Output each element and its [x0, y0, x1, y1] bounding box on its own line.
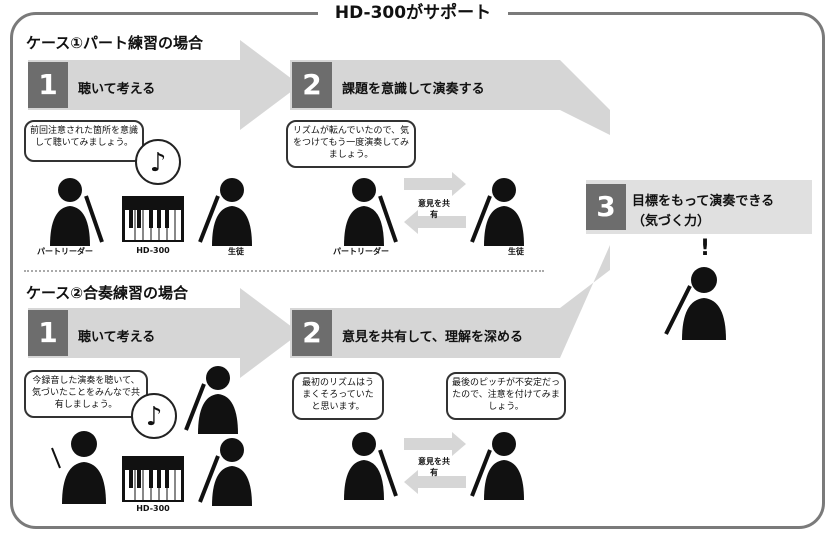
step3-label-line1: 目標をもって演奏できる: [632, 194, 775, 209]
case1-student-figure: [198, 178, 252, 246]
case2-step2-label: 意見を共有して、理解を深める: [342, 330, 523, 345]
case1-device-label: HD-300: [136, 246, 170, 255]
case2-step1-label: 聴いて考える: [78, 330, 156, 345]
music-note-icon: ♪: [135, 139, 181, 185]
case2-step1-number: 1: [28, 310, 68, 356]
case1-student2-figure: [470, 178, 524, 246]
case1-leader2-label: パートリーダー: [333, 247, 389, 256]
case1-step1-label: 聴いて考える: [78, 82, 156, 97]
case1-student-label: 生徒: [228, 247, 244, 256]
case2-speech-bubble-member2: 最後のピッチが不安定だったので、注意を付けてみましょう。: [446, 372, 566, 420]
case2-exchange-label: 意見を共有: [418, 457, 450, 477]
case1-leader-figure: [50, 178, 104, 246]
case2-title: ケース②合奏練習の場合: [26, 284, 188, 302]
case2-conductor-figure: [51, 431, 106, 504]
case2-member2-figure: [470, 432, 524, 500]
case1-speech-bubble-leader: 前回注意された箇所を意識して聴いてみましょう。: [24, 120, 144, 162]
section-divider: [24, 270, 544, 272]
case1-speech-bubble-step2: リズムが転んでいたので、気をつけてもう一度演奏してみましょう。: [286, 120, 416, 168]
svg-text:♪: ♪: [146, 402, 163, 432]
step3-number: 3: [586, 184, 626, 230]
case2-device-label: HD-300: [136, 504, 170, 513]
case2-step2-number: 2: [292, 310, 332, 356]
case2-member1-figure: [344, 432, 398, 500]
step3-player-figure: [664, 267, 726, 340]
svg-text:♪: ♪: [150, 148, 167, 178]
music-note-icon-2: ♪: [131, 393, 177, 439]
case1-student2-label: 生徒: [508, 247, 524, 256]
case1-title: ケース①パート練習の場合: [26, 34, 203, 52]
case2-player-top-figure: [184, 366, 238, 434]
case1-step2-number: 2: [292, 62, 332, 108]
case1-step2-label: 課題を意識して演奏する: [342, 82, 485, 97]
keyboard-device-icon-2: [122, 456, 184, 502]
step3-label-line2: （気づく力）: [632, 214, 711, 229]
case1-step1-number: 1: [28, 62, 68, 108]
case2-speech-bubble-conductor: 今録音した演奏を聴いて、気づいたことをみんなで共有しましょう。: [24, 370, 148, 418]
step3-exclamation: !: [700, 236, 711, 261]
keyboard-device-icon: [122, 196, 184, 242]
case1-exchange-arrows: [404, 172, 466, 234]
case1-leader-label: パートリーダー: [37, 247, 93, 256]
case2-speech-bubble-member1: 最初のリズムはうまくそろっていたと思います。: [292, 372, 384, 420]
page-title: HD-300がサポート: [318, 0, 508, 26]
case2-player-bottom-figure: [198, 438, 252, 506]
case1-leader2-figure: [344, 178, 398, 246]
case2-exchange-arrows: [404, 432, 466, 494]
case1-exchange-label: 意見を共有: [418, 199, 450, 219]
